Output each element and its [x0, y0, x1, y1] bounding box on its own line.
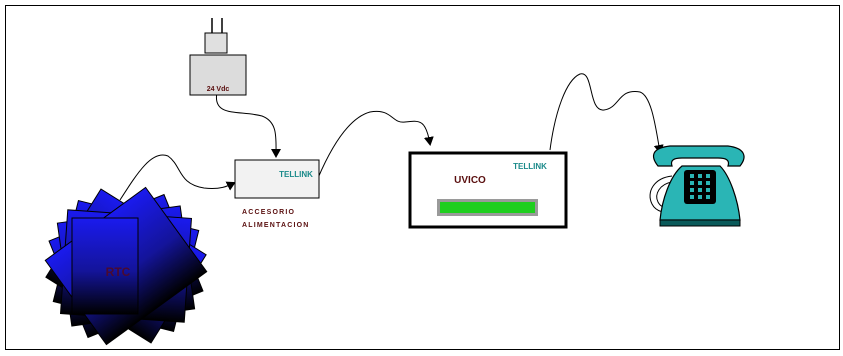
uvico-display — [440, 202, 535, 213]
accessory-unit: TELLINK ACCESORIO ALIMENTACION — [234, 159, 320, 229]
telephone-keypad — [690, 174, 710, 199]
cable-adapter-to-accessory — [216, 91, 282, 158]
telephone-handset — [652, 145, 745, 167]
rtc-square — [71, 217, 139, 315]
cable-accessory-to-uvico — [317, 110, 434, 179]
power-adapter: 24 Vdc — [189, 18, 247, 96]
uvico-brand-label: TELLINK — [513, 162, 547, 171]
accessory-brand-label: TELLINK — [279, 170, 313, 179]
rtc-label: RTC — [106, 265, 131, 279]
telephone-foot — [659, 219, 741, 227]
rtc-network: RTC — [44, 186, 208, 346]
accessory-caption-line1: ACCESORIO — [242, 209, 295, 216]
plug-head — [204, 32, 228, 54]
telephone-icon — [649, 145, 745, 227]
cable-rtc-to-accessory — [119, 154, 236, 201]
uvico-name-label: UVICO — [454, 175, 486, 186]
adapter-voltage-label: 24 Vdc — [207, 86, 230, 93]
accessory-caption-line2: ALIMENTACION — [242, 222, 310, 229]
cable-uvico-to-telephone — [549, 73, 664, 154]
accessory-box — [234, 159, 320, 199]
adapter-box — [189, 54, 247, 96]
uvico-unit: UVICO TELLINK — [408, 151, 568, 229]
